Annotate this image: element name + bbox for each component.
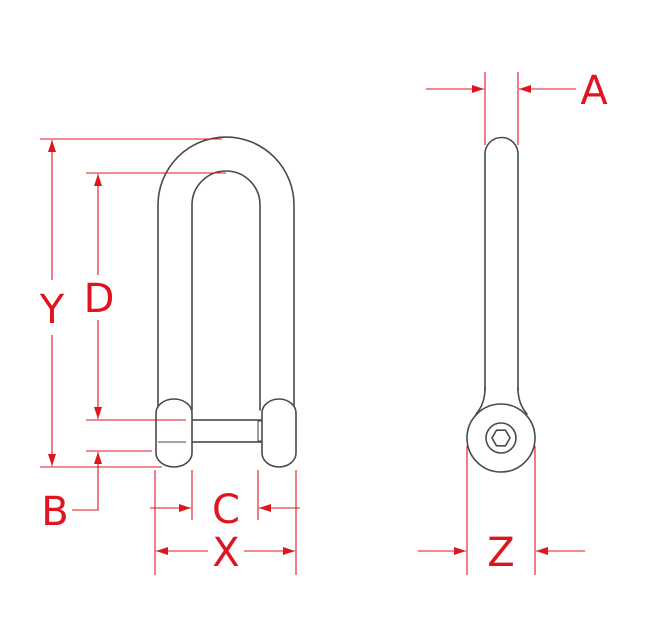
front-view: [155, 136, 297, 468]
label-c: C: [212, 487, 240, 533]
pin-shaft: [185, 419, 269, 443]
pin-head-recess: [485, 422, 517, 454]
shackle-eye-right: [261, 398, 297, 468]
label-d: D: [84, 276, 115, 322]
shackle-eye-left: [155, 398, 193, 468]
pin-head-detail: [257, 420, 262, 442]
extension-lines: [40, 72, 536, 575]
label-b: B: [41, 489, 68, 535]
shackle-side-body: [484, 136, 519, 391]
hex-socket-icon: [491, 429, 511, 447]
shackle-body-inner: [191, 170, 261, 411]
label-a: A: [580, 68, 608, 114]
shackle-side-neck-left: [475, 387, 486, 415]
shackle-body-outer: [157, 136, 295, 411]
side-view: [466, 136, 536, 473]
dimension-labels: Y D B C X A Z: [39, 68, 609, 576]
label-y: Y: [39, 287, 65, 333]
label-x: X: [212, 530, 239, 576]
dim-b-leader: [72, 488, 99, 511]
dimension-lines: [48, 85, 585, 555]
label-z: Z: [487, 530, 514, 576]
pin-head-circle: [466, 403, 536, 473]
shackle-side-neck-right: [517, 387, 528, 415]
